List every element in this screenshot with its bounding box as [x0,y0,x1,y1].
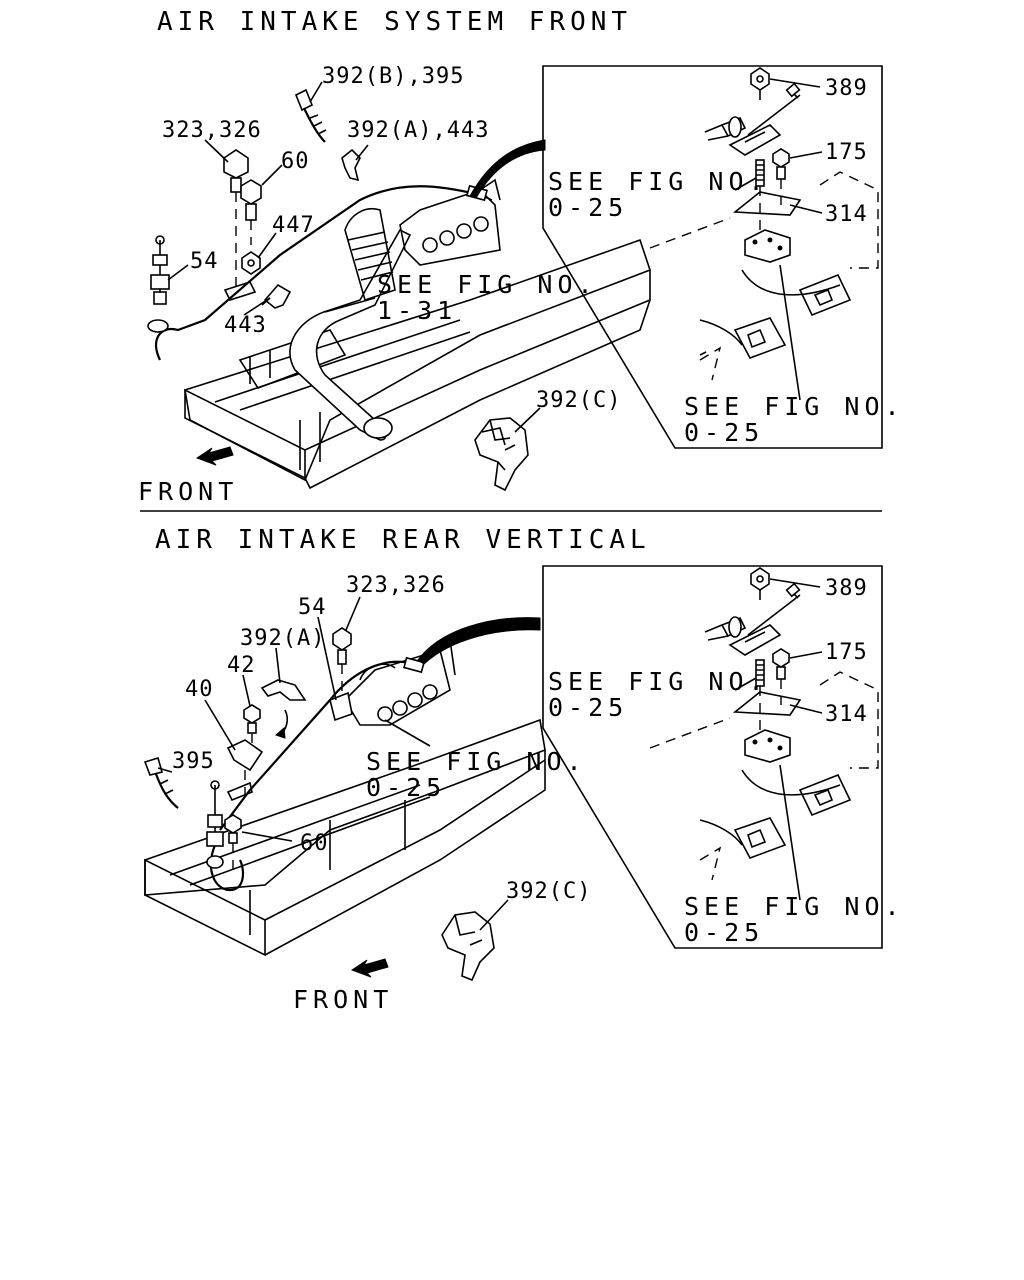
bolt-323-326 [223,149,257,301]
detail-see-fig-number-lower: 0-25 [684,418,764,447]
label-392a-443: 392(A),443 [347,118,489,143]
bracket-40 [226,739,264,802]
detail-see-fig-note-lower: SEE FIG NO. [684,392,905,421]
wire-395 [143,756,179,809]
label-392c: 392(C) [506,879,591,904]
front-label: FRONT [293,985,393,1014]
leader-lines [167,81,541,433]
see-fig-note: SEE FIG NO. [366,747,587,776]
section-title: AIR INTAKE SYSTEM FRONT [157,7,632,37]
label-323-326: 323,326 [162,118,262,143]
label-392b-395: 392(B),395 [322,64,464,89]
detail-box [542,565,883,949]
detail-label-389: 389 [825,76,868,101]
label-443: 443 [224,313,267,338]
label-395: 395 [172,749,215,774]
detail-see-fig-number-lower: 0-25 [684,918,764,947]
label-447: 447 [272,213,315,238]
detail-label-175: 175 [825,640,868,665]
bracket-392c [474,417,529,492]
label-40: 40 [185,677,214,702]
see-fig-number: 1-31 [377,296,457,325]
detail-label-175: 175 [825,140,868,165]
label-54: 54 [298,595,327,620]
part-54-cable-end [206,780,224,869]
chassis-frame [144,718,546,957]
detail-see-fig-note: SEE FIG NO. [548,667,769,696]
clip-392a [260,679,307,739]
nut-447 [241,251,261,275]
clip-392a-443 [341,148,361,182]
section-title: AIR INTAKE REAR VERTICAL [155,525,651,555]
label-60: 60 [300,831,329,856]
detail-see-fig-number: 0-25 [548,193,628,222]
intake-duct [289,178,501,441]
detail-see-fig-number: 0-25 [548,693,628,722]
detail-see-fig-note-lower: SEE FIG NO. [684,892,905,921]
detail-callout-arrow [469,139,546,199]
section-rear-vertical: AIR INTAKE REAR VERTICAL [143,525,905,1014]
clip-443 [261,283,292,309]
detail-label-314: 314 [825,202,868,227]
leader-lines [157,596,509,931]
label-54: 54 [190,249,219,274]
see-fig-note: SEE FIG NO. [377,270,598,299]
part-54-cable-end [147,235,170,333]
detail-box [542,65,883,449]
label-60: 60 [281,149,310,174]
label-323-326: 323,326 [346,573,446,598]
bolt-60 [240,179,262,245]
see-fig-number: 0-25 [366,773,446,802]
label-392c: 392(C) [536,388,621,413]
front-arrow [350,958,389,978]
detail-callout-arrow [417,617,541,665]
front-arrow [195,446,234,466]
front-label: FRONT [138,477,238,506]
detail-label-389: 389 [825,576,868,601]
chassis-frame [184,238,652,490]
section-front: AIR INTAKE SYSTEM FRONT [138,7,905,506]
label-392a: 392(A) [240,626,325,651]
bolt-60 [224,814,242,872]
wire-392b-395 [294,88,327,143]
label-42: 42 [227,653,256,678]
detail-see-fig-note: SEE FIG NO. [548,167,769,196]
detail-label-314: 314 [825,702,868,727]
